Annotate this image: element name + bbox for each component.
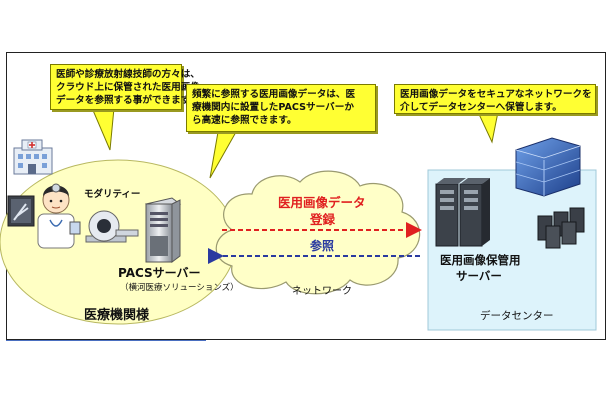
doctor-icon xyxy=(37,183,81,249)
storage-server-label: 医用画像保管用 xyxy=(440,253,521,267)
modality-label: モダリティー xyxy=(84,189,141,200)
divider-line xyxy=(6,340,206,341)
register-label-2: 登録 xyxy=(310,212,336,227)
institution-label: 医療機関様 xyxy=(84,308,150,323)
pacs-vendor-label: （横河医療ソリューションズ） xyxy=(120,283,239,293)
callout-line: 頻繁に参照する医用画像データは、医 xyxy=(192,89,356,100)
callout-line: ら高速に参照できます。 xyxy=(192,115,297,126)
register-label: 医用画像データ xyxy=(278,195,366,210)
callout-line: 医師や診療放射線技師の方々は、 xyxy=(56,69,200,80)
callout-line: 療機関内に設置したPACSサーバーか xyxy=(192,102,354,113)
callout-datacenter: 医用画像データをセキュアなネットワークを 介してデータセンターへ保管します。 xyxy=(394,84,596,114)
network-label: ネットワーク xyxy=(292,286,352,297)
xray-image-icon xyxy=(7,195,35,227)
hospital-building-icon xyxy=(13,139,53,175)
callout-line: 介してデータセンターへ保管します。 xyxy=(400,102,562,113)
datacenter-building-icon xyxy=(515,137,581,197)
storage-server-icon xyxy=(435,178,490,247)
callout-line: 医用画像データをセキュアなネットワークを xyxy=(400,89,592,100)
network-cloud xyxy=(215,170,421,295)
reference-label: 参照 xyxy=(310,239,335,253)
callout-line: クラウド上に保管された医用画像 xyxy=(56,82,200,93)
pacs-server-label: PACSサーバー xyxy=(118,266,201,280)
callout-medical-staff: 医師や診療放射線技師の方々は、 クラウド上に保管された医用画像 データを参照する… xyxy=(50,64,200,110)
datacenter-label: データセンター xyxy=(480,310,554,322)
callout-line: データを参照する事ができます。 xyxy=(56,95,199,106)
modality-scanner-icon xyxy=(85,210,139,243)
storage-rack-icon xyxy=(537,207,585,249)
pacs-server-icon xyxy=(144,197,182,263)
callout-pacs: 頻繁に参照する医用画像データは、医 療機関内に設置したPACSサーバーか ら高速… xyxy=(186,84,376,132)
storage-server-label-2: サーバー xyxy=(456,269,502,283)
